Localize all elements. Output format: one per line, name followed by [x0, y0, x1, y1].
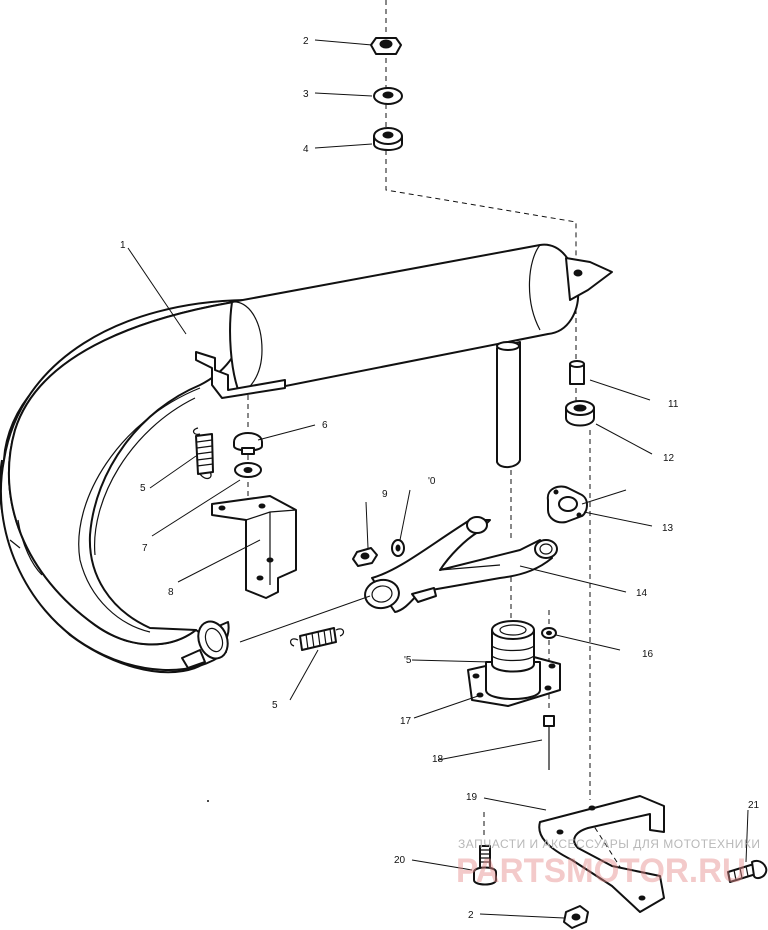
grommet-4 [373, 127, 403, 151]
stud-18 [543, 715, 555, 770]
callout-6: 6 [322, 420, 328, 431]
callout-12: 12 [663, 453, 675, 464]
callout-10: '0 [428, 476, 436, 487]
nut-top [370, 37, 402, 55]
callout-11: 11 [668, 399, 679, 410]
leader-lines [127, 39, 749, 919]
spring-5-upper [192, 427, 214, 480]
callout-5-lower: 5 [272, 700, 278, 711]
callout-17: 17 [400, 716, 412, 727]
callout-9: 9 [382, 489, 388, 500]
callout-labels: 1 2 3 4 5 6 7 8 9 '0 11 12 13 14 '5 16 1… [120, 36, 760, 921]
watermark-tagline: ЗАПЧАСТИ И АКСЕССУАРЫ ДЛЯ МОТОТЕХНИКИ [458, 837, 760, 851]
mounting-bracket-19 [538, 795, 665, 913]
callout-20: 20 [394, 855, 406, 866]
washer-3 [373, 87, 403, 105]
washer-7 [234, 462, 262, 478]
muffler-assembly [0, 243, 613, 674]
spacer-11 [569, 360, 585, 385]
rubber-mount-6 [233, 432, 263, 455]
callout-15: '5 [404, 655, 412, 666]
washer-10 [391, 539, 405, 557]
bolt-20 [473, 845, 497, 886]
stray-dot [207, 800, 209, 802]
callout-14: 14 [636, 588, 648, 599]
watermark-brand: PARTSMOTOR.RU [456, 852, 746, 890]
watermark: ЗАПЧАСТИ И АКСЕССУАРЫ ДЛЯ МОТОТЕХНИКИ PA… [456, 837, 760, 890]
flange-15 [485, 620, 541, 700]
gasket-13 [546, 485, 588, 524]
callout-3: 3 [303, 89, 309, 100]
callout-4: 4 [303, 144, 309, 155]
callout-21: 21 [748, 800, 760, 811]
bolt-21 [727, 860, 768, 883]
callout-13: 13 [662, 523, 674, 534]
callout-18: 18 [432, 754, 444, 765]
bracket-8 [211, 495, 297, 599]
washer-16 [541, 627, 557, 639]
callout-1: 1 [120, 240, 126, 251]
callout-16: 16 [642, 649, 654, 660]
callout-8: 8 [168, 587, 174, 598]
spring-5-lower [289, 627, 345, 651]
nut-bottom [563, 905, 589, 929]
callout-2-top: 2 [303, 36, 309, 47]
callout-2-bottom: 2 [468, 910, 474, 921]
y-manifold-14 [364, 516, 558, 613]
callout-7: 7 [142, 543, 148, 554]
nut-9 [352, 547, 378, 567]
alignment-lines [247, 0, 641, 899]
grommet-12 [565, 400, 595, 427]
callout-19: 19 [466, 792, 478, 803]
callout-5-upper: 5 [140, 483, 146, 494]
